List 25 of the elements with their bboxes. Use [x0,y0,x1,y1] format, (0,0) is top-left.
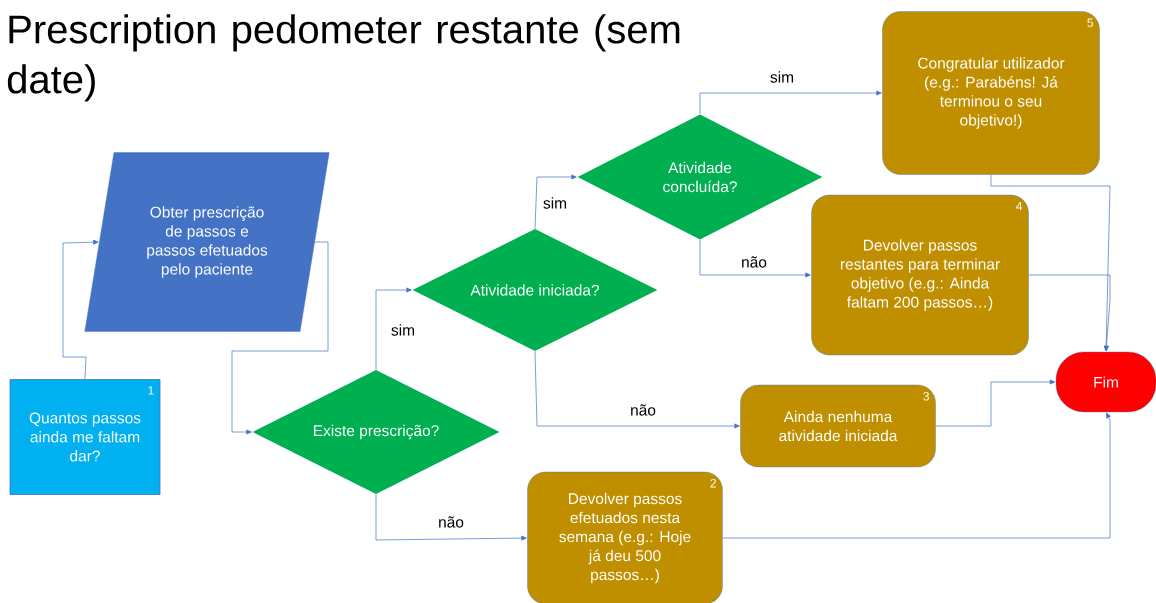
edge-label: sim [541,196,569,210]
arrow [699,90,882,115]
arrow [231,241,329,435]
arrow [375,493,527,541]
step-number: 1 [148,386,154,395]
step-number: 3 [923,392,929,401]
arrow [935,379,1056,427]
arrow [722,412,1111,539]
step-number: 5 [1087,18,1093,27]
arrow [534,174,577,230]
arrow [699,239,811,278]
edge-label: não [740,255,768,269]
input-parallelogram: Obter prescrição de passos e passos efetuados pelo paciente [84,152,330,332]
end-terminal: Fim [1055,351,1156,413]
edge-label: não [629,403,657,417]
step-number: 4 [1016,202,1023,211]
edge-label: não [437,515,465,529]
arrow [62,239,99,380]
arrow [1028,274,1111,352]
arrow [534,350,740,429]
arrow [375,287,412,371]
title: Prescription pedometer restante (sem date) [7,14,680,102]
step-number: 2 [710,479,716,488]
edge-label: sim [768,70,796,84]
arrow [990,174,1111,352]
